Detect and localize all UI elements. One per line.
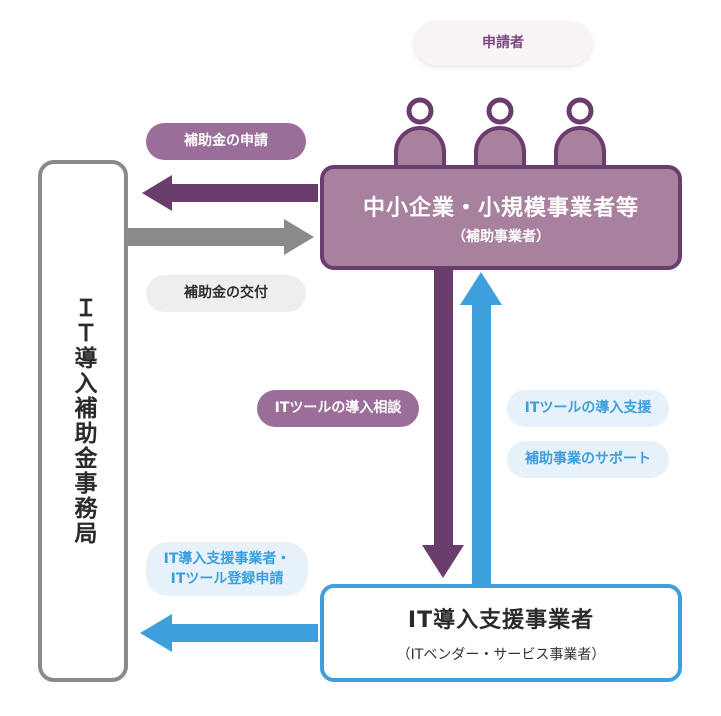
- subsidy-application-text: 補助金の申請: [184, 133, 268, 150]
- office-label: ＩＴ導入補助金事務局: [70, 296, 96, 546]
- project-support-label: 補助事業のサポート: [507, 441, 669, 478]
- vendor-subtitle: （ITベンダー・サービス事業者）: [396, 647, 606, 663]
- registration-arrow: [140, 614, 318, 652]
- person-icon: [394, 97, 446, 174]
- it-tool-consultation-label: ITツールの導入相談: [257, 390, 419, 427]
- grant-arrow: [128, 219, 314, 255]
- sme-title: 中小企業・小規模事業者等: [362, 195, 639, 221]
- applicant-label-text: 申請者: [482, 34, 524, 51]
- vendor-box: IT導入支援事業者 （ITベンダー・サービス事業者）: [320, 584, 682, 682]
- vendor-registration-label: IT導入支援事業者・ ITツール登録申請: [146, 542, 308, 596]
- vendor-title: IT導入支援事業者: [407, 608, 595, 633]
- subsidy-grant-label: 補助金の交付: [146, 275, 306, 312]
- vendor-registration-line2: ITツール登録申請: [170, 571, 284, 587]
- subsidy-application-label: 補助金の申請: [146, 123, 306, 160]
- application-arrow: [142, 175, 318, 211]
- office-box: ＩＴ導入補助金事務局: [38, 160, 128, 682]
- person-icon: [554, 97, 606, 174]
- sme-subtitle: （補助事業者）: [452, 228, 550, 245]
- consultation-arrow: [422, 270, 464, 578]
- it-tool-support-text: ITツールの導入支援: [524, 400, 652, 417]
- it-tool-consultation-text: ITツールの導入相談: [274, 400, 402, 417]
- sme-box: 中小企業・小規模事業者等 （補助事業者）: [320, 165, 682, 270]
- subsidy-grant-text: 補助金の交付: [184, 285, 268, 302]
- support-arrow: [460, 272, 502, 584]
- person-icon: [474, 97, 526, 174]
- applicant-label: 申請者: [414, 21, 592, 65]
- vendor-registration-line1: IT導入支援事業者・: [163, 550, 291, 567]
- it-tool-support-label: ITツールの導入支援: [507, 390, 669, 427]
- project-support-text: 補助事業のサポート: [525, 451, 651, 468]
